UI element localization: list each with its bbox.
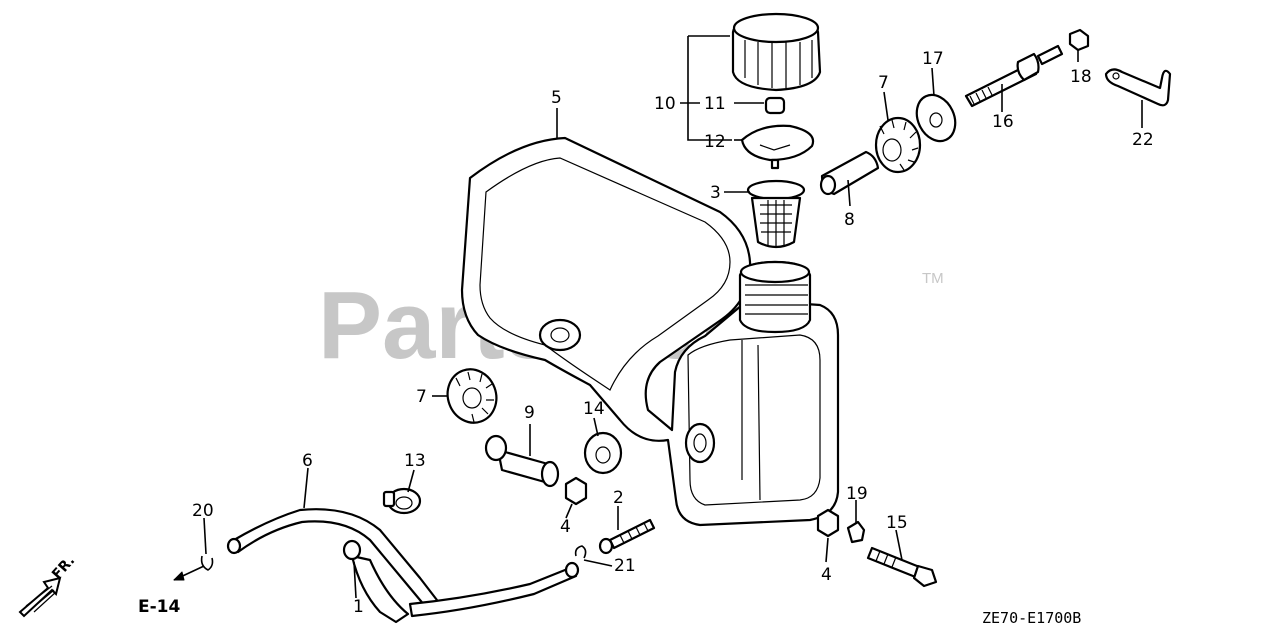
callout-20[interactable]: 20	[192, 501, 214, 521]
part-9-bushing[interactable]	[484, 434, 560, 488]
diagram-code: ZE70-E1700B	[982, 609, 1081, 627]
part-15-bolt[interactable]	[866, 546, 938, 588]
callout-15[interactable]: 15	[886, 513, 908, 533]
callout-11[interactable]: 11	[704, 94, 726, 114]
part-14-grommet[interactable]	[583, 431, 623, 475]
part-21-clip[interactable]	[574, 545, 587, 559]
callout-3[interactable]: 3	[710, 183, 721, 203]
callout-7-lower[interactable]: 7	[416, 387, 427, 407]
part-6-fuel-hose[interactable]	[226, 508, 442, 614]
reference-label[interactable]: E-14	[138, 597, 180, 617]
watermark-trademark: TM	[922, 270, 944, 287]
callout-10[interactable]: 10	[654, 94, 676, 114]
part-18-nut[interactable]	[1068, 28, 1090, 52]
leader-lines	[173, 35, 1143, 599]
part-11-cap-seal[interactable]	[764, 96, 786, 115]
part-17-washer[interactable]	[910, 89, 963, 148]
part-4-nut-right[interactable]	[816, 508, 840, 538]
part-3-fuel-strainer[interactable]	[746, 179, 806, 249]
part-2-bolt[interactable]	[598, 518, 656, 555]
callout-14[interactable]: 14	[583, 399, 605, 419]
part-16-stud-bolt[interactable]	[964, 44, 1064, 108]
callout-1[interactable]: 1	[353, 597, 364, 617]
part-5-fuel-tank[interactable]	[460, 136, 840, 527]
callout-22[interactable]: 22	[1132, 130, 1154, 150]
part-7-rubber-mount-upper[interactable]	[874, 116, 922, 174]
callout-12[interactable]: 12	[704, 132, 726, 152]
callout-21[interactable]: 21	[614, 556, 636, 576]
part-12-cap-gasket[interactable]	[740, 124, 815, 170]
callout-6[interactable]: 6	[302, 451, 313, 471]
part-19-washer[interactable]	[846, 520, 866, 544]
part-13-hose-clamp[interactable]	[382, 487, 422, 515]
callout-18[interactable]: 18	[1070, 67, 1092, 87]
part-1-fuel-hose[interactable]	[342, 539, 580, 624]
part-8-collar[interactable]	[819, 150, 880, 196]
callout-13[interactable]: 13	[404, 451, 426, 471]
callout-17[interactable]: 17	[922, 49, 944, 69]
part-20-clip[interactable]	[200, 555, 214, 571]
callout-4-right[interactable]: 4	[821, 565, 832, 585]
callout-9[interactable]: 9	[524, 403, 535, 423]
front-direction-label: FR.	[49, 553, 78, 583]
callout-5[interactable]: 5	[551, 88, 562, 108]
part-22-bracket[interactable]	[1104, 68, 1172, 107]
callout-4-left[interactable]: 4	[560, 517, 571, 537]
callout-19[interactable]: 19	[846, 484, 868, 504]
part-10-fuel-cap[interactable]	[731, 12, 822, 92]
part-4-nut-left[interactable]	[564, 476, 588, 506]
callout-labels: 1 2 3 4 4 5 6 7 7 8 9 10 11 12 13 14 15 …	[192, 49, 1154, 617]
callout-7-upper[interactable]: 7	[878, 73, 889, 93]
front-direction-arrow	[18, 576, 62, 618]
callout-8[interactable]: 8	[844, 210, 855, 230]
callout-2[interactable]: 2	[613, 488, 624, 508]
part-7-rubber-mount-lower[interactable]	[440, 362, 504, 429]
callout-16[interactable]: 16	[992, 112, 1014, 132]
